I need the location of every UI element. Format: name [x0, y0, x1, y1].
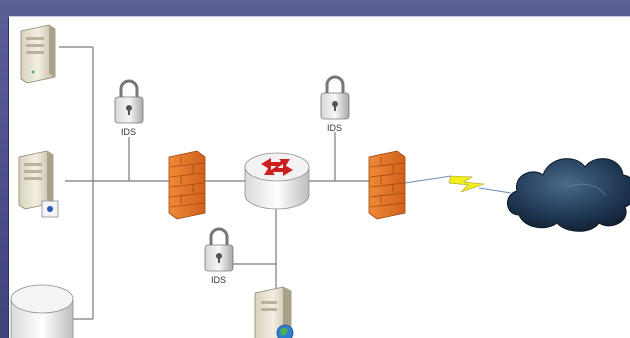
- server-top-icon[interactable]: [20, 24, 56, 84]
- firewall-right-icon[interactable]: [368, 150, 406, 220]
- diagram-canvas: IDS IDS IDS: [8, 16, 630, 338]
- web-server-icon[interactable]: [254, 286, 294, 338]
- internet-cloud-icon[interactable]: [507, 158, 630, 232]
- router-icon[interactable]: [244, 152, 310, 210]
- ids-left-padlock-icon[interactable]: [114, 79, 144, 124]
- ids-right-padlock-icon[interactable]: [320, 75, 350, 120]
- firewall-left-icon[interactable]: [168, 150, 206, 220]
- connection-lines: [59, 46, 381, 320]
- ids-bottom-label: IDS: [211, 275, 227, 285]
- network-diagram: [10, 24, 630, 338]
- database-icon[interactable]: [10, 284, 74, 338]
- ids-left-label: IDS: [121, 127, 137, 137]
- lightning-link: [404, 175, 512, 194]
- ids-right-label: IDS: [327, 123, 343, 133]
- ids-bottom-padlock-icon[interactable]: [204, 227, 234, 272]
- server-mid-icon[interactable]: [18, 150, 59, 218]
